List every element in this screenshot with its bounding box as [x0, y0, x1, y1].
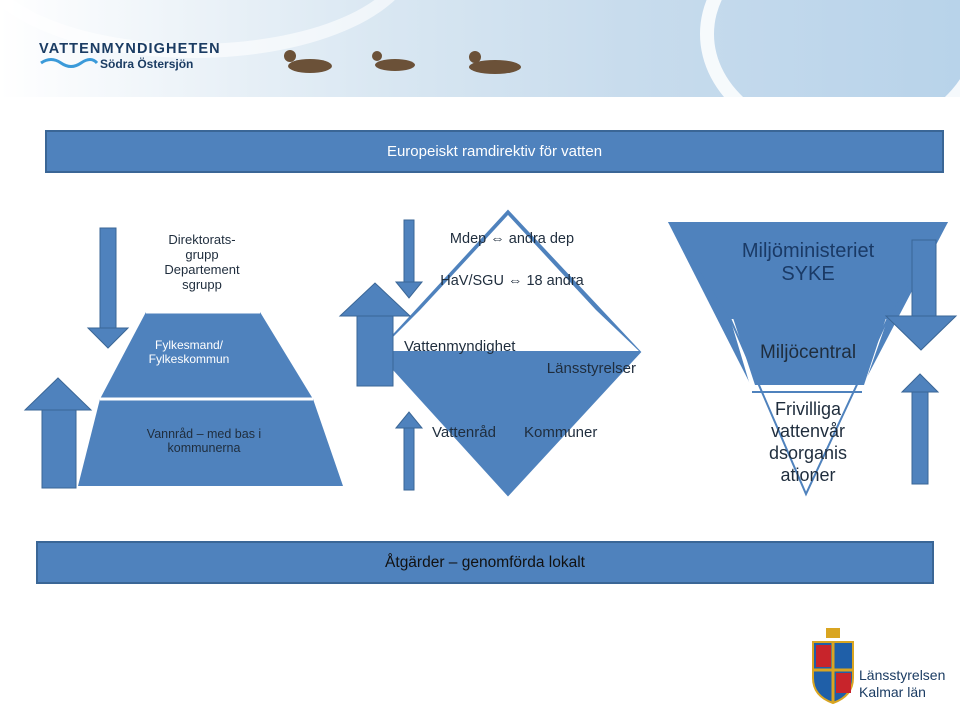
diamond-line5b: Kommuner: [524, 424, 598, 441]
arrow-up-icon: [23, 377, 93, 489]
pyramid-top-line: sgrupp: [182, 276, 222, 292]
inverted-top-label: Miljöministeriet SYKE: [718, 240, 898, 286]
footer-org: Länsstyrelsen Kalmar län: [859, 667, 945, 701]
pyramid-bottom-segment: [78, 399, 343, 486]
bottom-bar: Åtgärder – genomförda lokalt: [36, 541, 934, 584]
coat-of-arms-icon: [812, 628, 854, 704]
org-subtitle: Södra Östersjön: [100, 57, 194, 71]
pyramid-top-line: grupp: [185, 246, 219, 262]
pyramid-bottom-line: kommunerna: [167, 441, 241, 456]
pyramid-bottom-line: Vannråd – med bas i: [146, 427, 262, 441]
arrow-up-icon: [900, 373, 940, 485]
pyramid-middle-line: Fylkesmand/: [154, 338, 224, 352]
diamond-inner-white: [446, 215, 570, 282]
arrow-down-icon: [884, 239, 958, 351]
arrow-down-icon: [394, 219, 424, 299]
diamond-inner-white: [378, 310, 640, 352]
top-bar-label: Europeiskt ramdirektiv för vatten: [386, 143, 603, 160]
footer-org-line1: Länsstyrelsen: [859, 667, 946, 683]
pyramid-middle-segment: [100, 312, 313, 399]
arrow-up-icon: [338, 282, 412, 387]
wave-logo-icon: [40, 58, 99, 68]
inverted-bottom-line: dsorganis: [768, 443, 848, 464]
top-bar: Europeiskt ramdirektiv för vatten: [45, 130, 944, 173]
diamond-line1: Mdep ⇔ andra dep: [449, 231, 575, 247]
arrow-up-icon: [394, 411, 424, 491]
inverted-bottom-line: Frivilliga: [774, 399, 841, 419]
diamond-bottom-half: [378, 352, 640, 495]
pyramid-top-label: Direktorats- grupp Departement sgrupp: [152, 232, 252, 293]
inverted-bottom-label: Frivilliga vattenvår dsorganis ationer: [748, 398, 868, 487]
diamond-outline: [376, 209, 642, 497]
diamond-line2: HaV/SGU ⇔ 18 andra: [440, 273, 584, 289]
pyramid-bottom-label: Vannråd – med bas i kommunerna: [124, 427, 284, 456]
inverted-top-segment: [668, 222, 948, 318]
pyramid-middle-label: Fylkesmand/ Fylkeskommun: [124, 338, 254, 367]
duck-icon: [284, 50, 521, 74]
pyramid-top-fill: [146, 224, 260, 312]
pyramid-top-line: Direktorats-: [168, 232, 236, 247]
inverted-top-line: SYKE: [781, 263, 835, 285]
diamond-inner-white: [420, 282, 596, 310]
inverted-bottom-line: ationer: [780, 465, 836, 486]
inverted-middle-label: Miljöcentral: [759, 342, 857, 363]
inverted-bottom-line: vattenvår: [770, 421, 846, 442]
footer-org-line2: Kalmar län: [859, 683, 926, 700]
inverted-bottom-segment: [752, 392, 862, 494]
diamond-line5a: Vattenråd: [432, 424, 496, 441]
org-name: VATTENMYNDIGHETEN: [39, 41, 221, 57]
inverted-middle-fill: [733, 318, 886, 385]
diamond-line4: Länsstyrelser: [546, 360, 636, 377]
header-banner: VATTENMYNDIGHETEN Södra Östersjön: [0, 0, 960, 97]
bottom-bar-label: Åtgärder – genomförda lokalt: [385, 553, 585, 571]
pyramid-top-line: Departement: [164, 261, 240, 277]
arrow-down-icon: [86, 227, 130, 349]
diamond-line3: Vattenmyndighet: [404, 338, 516, 355]
inverted-top-line: Miljöministeriet: [741, 240, 875, 262]
pyramid-middle-line: Fylkeskommun: [148, 351, 230, 366]
